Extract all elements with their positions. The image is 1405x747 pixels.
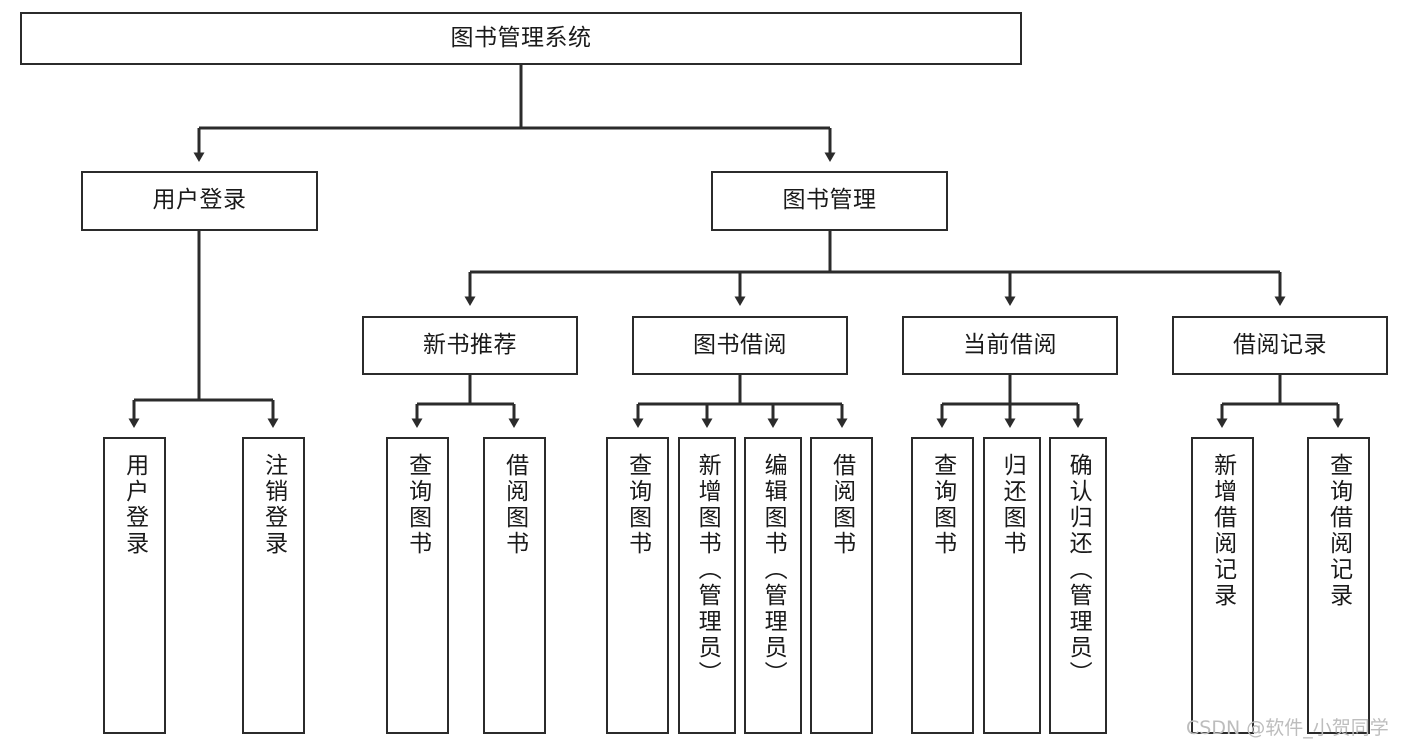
node-root-book-management-system[interactable]: 图书管理系统 bbox=[20, 12, 1022, 65]
node-user-login[interactable]: 用户登录 bbox=[81, 171, 318, 231]
node-label: 借阅图书 bbox=[501, 453, 528, 557]
leaf-borrow-edit-book-admin[interactable]: 编辑图书（管理员） bbox=[744, 437, 802, 734]
node-borrowing-record[interactable]: 借阅记录 bbox=[1172, 316, 1388, 375]
node-label: 注销登录 bbox=[260, 453, 287, 557]
node-label: 用户登录 bbox=[121, 453, 148, 557]
leaf-borrow-add-book-admin[interactable]: 新增图书（管理员） bbox=[678, 437, 736, 734]
leaf-user-login-login[interactable]: 用户登录 bbox=[103, 437, 166, 734]
leaf-borrow-borrow-book[interactable]: 借阅图书 bbox=[810, 437, 873, 734]
node-book-management[interactable]: 图书管理 bbox=[711, 171, 948, 231]
node-label: 编辑图书（管理员） bbox=[760, 453, 787, 687]
node-label: 图书管理 bbox=[782, 187, 877, 214]
node-label: 借阅记录 bbox=[1233, 331, 1327, 358]
node-book-borrowing[interactable]: 图书借阅 bbox=[632, 316, 848, 375]
node-label: 新书推荐 bbox=[423, 331, 517, 358]
node-label: 用户登录 bbox=[152, 187, 247, 214]
leaf-user-login-logout[interactable]: 注销登录 bbox=[242, 437, 305, 734]
leaf-record-add-borrow-record[interactable]: 新增借阅记录 bbox=[1191, 437, 1254, 734]
node-label: 图书借阅 bbox=[693, 331, 787, 358]
node-label: 当前借阅 bbox=[963, 331, 1057, 358]
node-label: 查询图书 bbox=[929, 453, 956, 557]
leaf-record-query-borrow-record[interactable]: 查询借阅记录 bbox=[1307, 437, 1370, 734]
node-label: 归还图书 bbox=[999, 453, 1026, 557]
watermark: CSDN @软件_小贺同学 bbox=[1186, 717, 1389, 739]
leaf-current-confirm-return-admin[interactable]: 确认归还（管理员） bbox=[1049, 437, 1107, 734]
node-current-borrowing[interactable]: 当前借阅 bbox=[902, 316, 1118, 375]
node-label: 查询图书 bbox=[624, 453, 651, 557]
leaf-borrow-query-book[interactable]: 查询图书 bbox=[606, 437, 669, 734]
node-label: 新增借阅记录 bbox=[1209, 453, 1236, 609]
leaf-current-query-book[interactable]: 查询图书 bbox=[911, 437, 974, 734]
node-label: 查询借阅记录 bbox=[1325, 453, 1352, 609]
node-label: 确认归还（管理员） bbox=[1065, 453, 1092, 687]
leaf-current-return-book[interactable]: 归还图书 bbox=[983, 437, 1041, 734]
node-label: 借阅图书 bbox=[828, 453, 855, 557]
node-new-book-recommendation[interactable]: 新书推荐 bbox=[362, 316, 578, 375]
node-label: 图书管理系统 bbox=[450, 24, 592, 51]
node-label: 查询图书 bbox=[404, 453, 431, 557]
node-label: 新增图书（管理员） bbox=[694, 453, 721, 687]
leaf-new-book-borrow-book[interactable]: 借阅图书 bbox=[483, 437, 546, 734]
leaf-new-book-query-book[interactable]: 查询图书 bbox=[386, 437, 449, 734]
